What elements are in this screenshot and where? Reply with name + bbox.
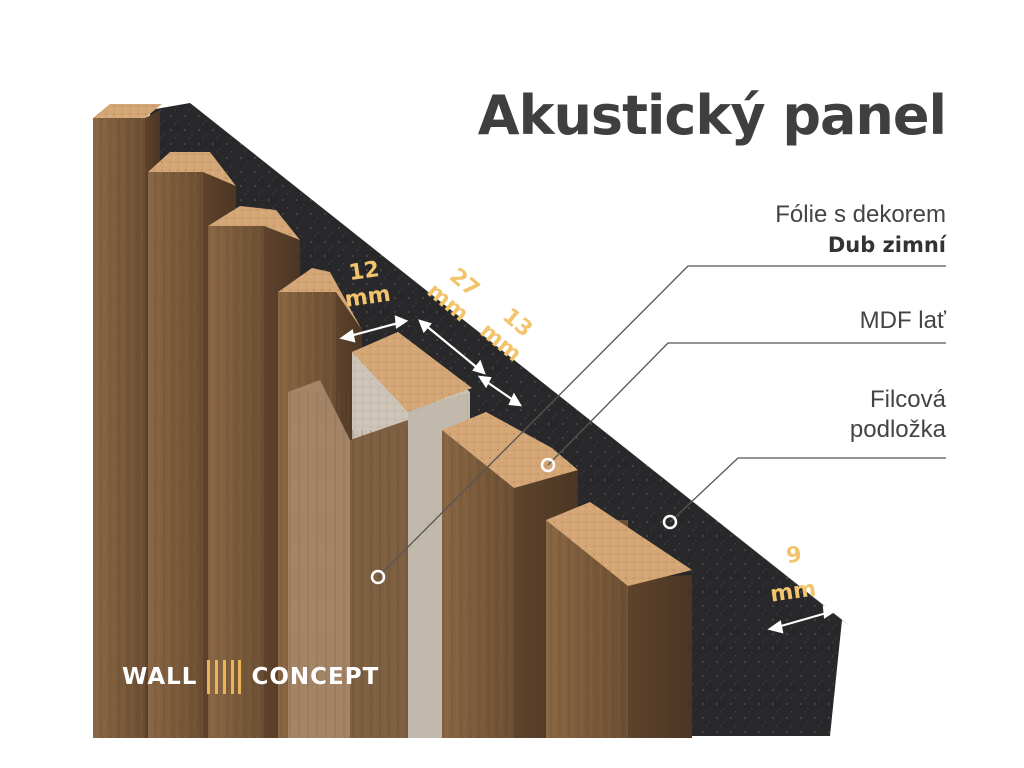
mdf-top-slat-1	[93, 104, 162, 118]
marker-foil	[370, 569, 386, 585]
label-felt-line2: podložka	[849, 416, 946, 443]
leader-foil	[377, 265, 946, 578]
leader-lines	[377, 265, 946, 578]
label-felt: Filcová podložka	[850, 385, 946, 445]
label-mdf: MDF lať	[859, 307, 946, 334]
wood-slat-1	[93, 104, 162, 738]
cutaway-slat	[288, 332, 472, 738]
wood-slat-5	[442, 412, 578, 738]
marker-mdf	[540, 457, 556, 473]
leader-mdf	[547, 342, 946, 466]
mdf-top-cut	[352, 332, 472, 412]
dim-slat-width-value: 12	[347, 257, 381, 286]
page-title: Akustický panel	[477, 84, 947, 147]
leader-felt	[669, 457, 946, 523]
marker-felt	[662, 514, 678, 530]
mdf-top-slat-3	[208, 206, 300, 240]
label-foil: Fólie s dekorem Dub zimní	[775, 200, 946, 260]
logo-text-left: WALL	[122, 664, 198, 690]
brand-logo: WALL CONCEPT	[122, 660, 379, 694]
label-foil-line2: Dub zimní	[827, 233, 946, 257]
wood-slat-6	[546, 502, 692, 738]
label-felt-line1: Filcová	[869, 386, 946, 413]
mdf-top-slat-4	[278, 268, 362, 330]
mdf-top-slat-6	[546, 502, 692, 586]
dimension-arrows	[339, 315, 837, 634]
dim-felt-value: 9	[785, 542, 804, 569]
logo-bars-icon	[207, 660, 242, 694]
logo-text-right: CONCEPT	[251, 664, 380, 690]
mdf-top-slat-2	[148, 152, 236, 186]
label-foil-line1: Fólie s dekorem	[775, 201, 946, 228]
